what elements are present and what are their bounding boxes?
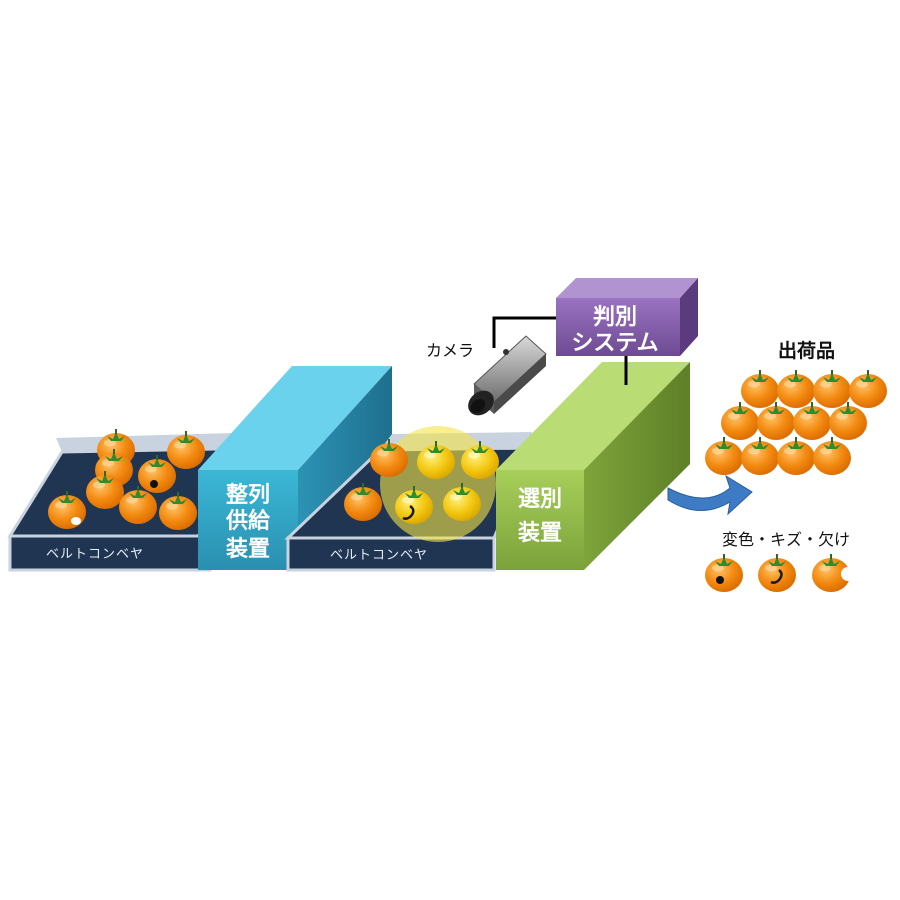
fruit bbox=[777, 437, 815, 475]
fruit bbox=[705, 437, 743, 475]
aligner-label-3: 装置 bbox=[226, 537, 270, 562]
sorter-label-1: 選別 bbox=[518, 487, 562, 512]
defective-fruits bbox=[705, 554, 855, 592]
chip-mark bbox=[71, 517, 81, 525]
camera-icon bbox=[468, 335, 547, 416]
aligner-label-1: 整列 bbox=[226, 482, 270, 508]
sorter-box: 選別 装置 bbox=[496, 362, 690, 570]
fruit bbox=[705, 554, 743, 592]
output-arrow-icon bbox=[667, 474, 753, 516]
scratch-mark bbox=[770, 569, 783, 584]
shipped-fruits bbox=[705, 370, 887, 475]
fruit bbox=[777, 370, 815, 408]
shipped-label: 出荷品 bbox=[778, 339, 835, 362]
fruit bbox=[741, 437, 779, 475]
discoloration-mark bbox=[150, 480, 158, 488]
sorter-label-2: 装置 bbox=[518, 521, 562, 546]
fruit bbox=[813, 437, 851, 475]
conveyor-1-label: ベルトコンベヤ bbox=[46, 547, 144, 562]
aligner-label-2: 供給 bbox=[225, 508, 271, 534]
fruit bbox=[849, 370, 887, 408]
fruit bbox=[758, 554, 796, 592]
fruit bbox=[813, 370, 851, 408]
discoloration-mark bbox=[716, 576, 724, 584]
fruit bbox=[741, 370, 779, 408]
fruit bbox=[721, 402, 759, 440]
conveyor-2-label: ベルトコンベヤ bbox=[330, 548, 428, 563]
judging-system-box: 判別 システム bbox=[556, 278, 698, 356]
defects-label: 変色・キズ・欠け bbox=[722, 530, 850, 549]
system-label-1: 判別 bbox=[593, 305, 637, 330]
unsorted-fruits bbox=[48, 429, 205, 530]
camera-cable bbox=[492, 316, 556, 348]
scratch-mark bbox=[402, 504, 415, 520]
camera-label: カメラ bbox=[426, 341, 474, 360]
system-label-2: システム bbox=[571, 331, 658, 356]
chip-mark bbox=[841, 567, 855, 581]
aligned-fruits bbox=[344, 439, 499, 524]
inspection-highlight bbox=[380, 426, 496, 542]
